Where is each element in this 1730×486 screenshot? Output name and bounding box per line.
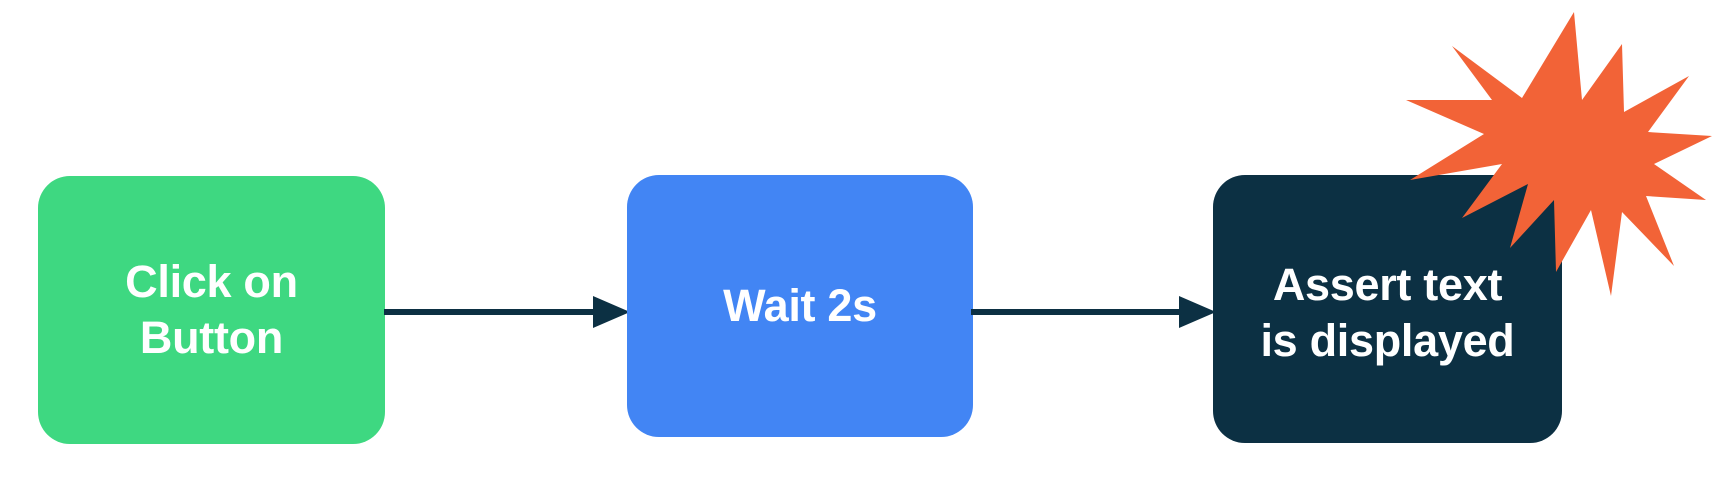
flow-node-label: Wait 2s: [723, 280, 877, 332]
flow-node-wait-2s[interactable]: Wait 2s: [627, 175, 973, 437]
flow-node-assert-text-is-displayed[interactable]: Assert text is displayed: [1213, 175, 1562, 443]
connector-click-to-wait: [384, 294, 630, 330]
connector-wait-to-assert: [971, 294, 1216, 330]
flow-node-click-on-button[interactable]: Click on Button: [38, 176, 385, 444]
flow-node-label: Assert text is displayed: [1260, 259, 1515, 366]
flow-node-label: Click on Button: [125, 256, 298, 363]
